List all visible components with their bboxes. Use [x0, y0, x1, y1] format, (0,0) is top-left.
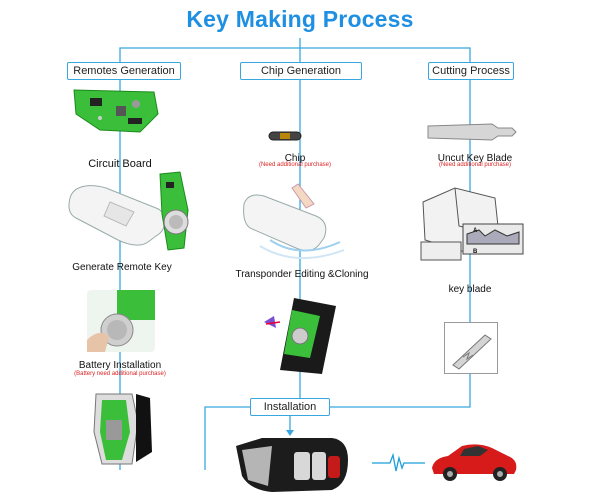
key-cutting-machine-image [415, 180, 525, 270]
circuit-board-image [70, 86, 160, 136]
blade-mark-b: B [473, 249, 478, 255]
cutting-process-header: Cutting Process [428, 62, 514, 80]
finished-remote-key-image [232, 436, 350, 494]
page-title: Key Making Process [186, 6, 414, 32]
chip-note: (Need additional purchase) [258, 162, 332, 168]
blade-mark-a: A [473, 228, 478, 234]
generate-remote-key-image [64, 170, 194, 258]
transponder-editing-label: Transponder Editing &Cloning [235, 269, 369, 280]
key-blade-label: key blade [448, 284, 492, 295]
battery-installation-label: Battery Installation [78, 360, 162, 371]
generate-remote-key-label: Generate Remote Key [72, 262, 172, 273]
battery-installation-note: (Battery need additional purchase) [74, 371, 166, 377]
remote-assembly-image [92, 392, 154, 466]
uncut-key-blade-image [426, 120, 520, 142]
uncut-key-blade-label: Uncut Key Blade [437, 153, 513, 164]
chip-label: Chip [284, 153, 306, 164]
uncut-key-blade-note: (Need additional purchase) [438, 162, 512, 168]
chip-image [268, 128, 302, 141]
battery-installation-image [87, 290, 155, 352]
red-car-image [428, 438, 520, 482]
transponder-cloning-image [240, 180, 350, 260]
remotes-generation-header: Remotes Generation [67, 62, 181, 80]
cut-key-blade-image [444, 322, 498, 374]
installation-box: Installation [250, 398, 330, 416]
circuit-board-label: Circuit Board [88, 158, 152, 170]
chip-install-remote-image [262, 296, 340, 378]
chip-generation-header: Chip Generation [240, 62, 362, 80]
